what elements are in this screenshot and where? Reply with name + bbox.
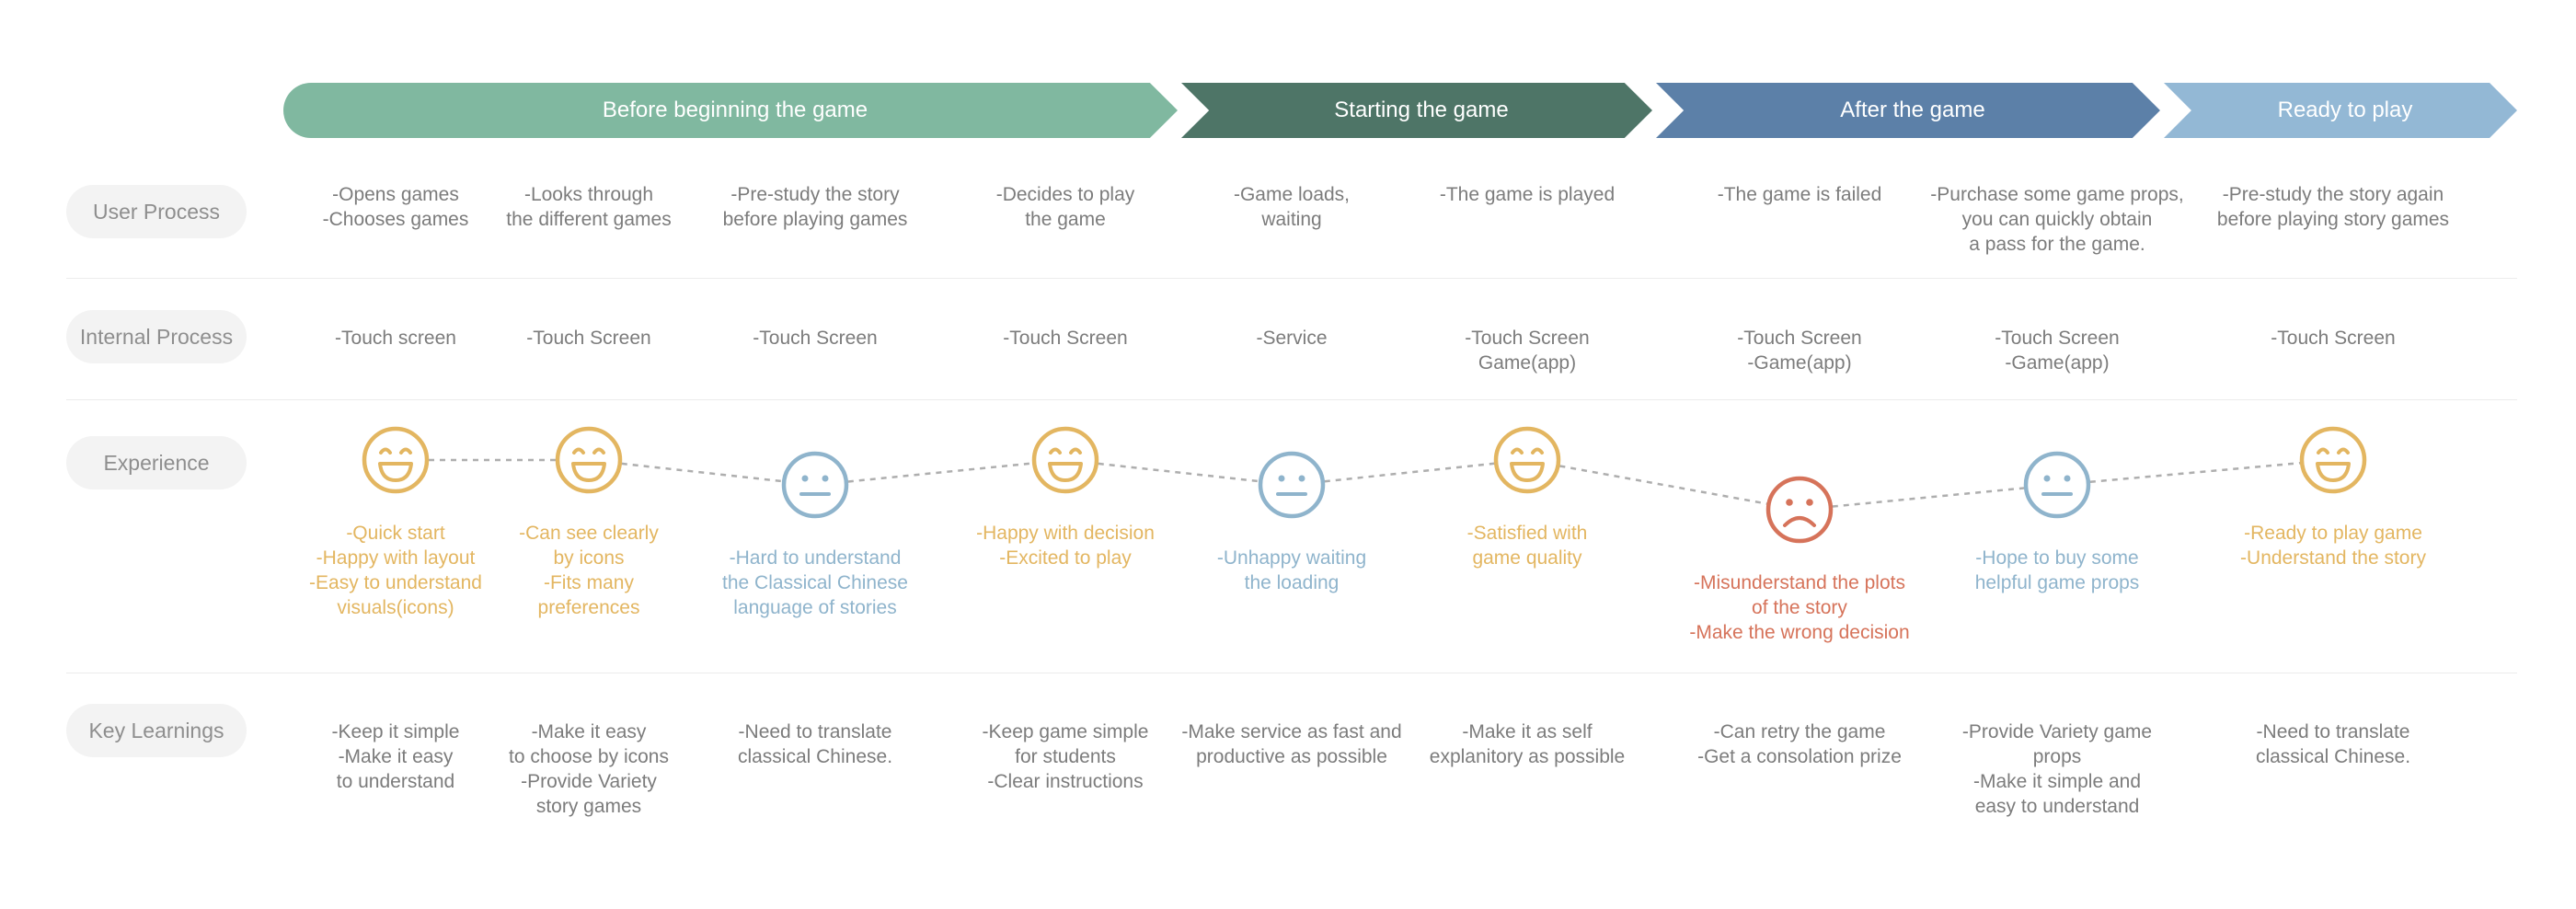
phase-after-game: After the game [1656,83,2160,138]
user-process-cell: -Purchase some game props, you can quick… [1930,184,2184,255]
row-label-user-process: User Process [66,185,247,238]
user-process-cell: -Game loads, waiting [1233,184,1351,230]
user-process-cell: -The game is failed [1717,184,1882,205]
internal-process-cell: -Touch Screen [526,328,651,349]
happy-face-icon [1493,426,1561,494]
key-learning-cell: -Make service as fast and productive as … [1181,721,1402,767]
experience-cell: -Misunderstand the plots of the story -M… [1689,572,1910,643]
row-label-key-learnings: Key Learnings [66,704,247,757]
experience-cell: -Hope to buy some helpful game props [1974,547,2140,593]
experience-cell: -Unhappy waiting the loading [1216,547,1367,593]
key-learning-cell: -Keep it simple -Make it easy to underst… [331,721,460,792]
internal-process-cell: -Touch Screen [1003,328,1128,349]
internal-process-cell: -Touch Screen [2271,328,2396,349]
row-divider [66,278,2517,279]
user-process-cell: -The game is played [1439,184,1616,205]
happy-face-icon [1031,426,1099,494]
phase-label: Starting the game [1334,98,1509,122]
internal-process-cell: -Service [1256,328,1328,349]
experience-connector [1098,462,1259,483]
key-learning-cell: -Provide Variety game props -Make it sim… [1961,721,2153,817]
experience-cell: -Happy with decision -Excited to play [976,523,1155,569]
row-label-internal-process: Internal Process [66,310,247,363]
experience-connector [2089,461,2301,484]
row-label-experience: Experience [66,436,247,489]
user-process-cell: -Decides to play the game [995,184,1135,230]
experience-cell: -Hard to understand the Classical Chines… [722,547,908,618]
happy-face-icon [555,426,623,494]
key-learning-cell: -Need to translate classical Chinese. [2255,721,2411,767]
row-divider [66,399,2517,400]
experience-connector [1324,462,1495,483]
key-learning-cell: -Can retry the game -Get a consolation p… [1697,721,1902,767]
neutral-face-icon [781,451,849,519]
internal-process-cell: -Touch screen [335,328,456,349]
phase-label: Before beginning the game [602,98,868,122]
user-process-cell: -Pre-study the story before playing game… [722,184,908,230]
phase-before-beginning: Before beginning the game [283,83,1178,138]
experience-connector [847,462,1033,483]
internal-process-cell: -Touch Screen -Game(app) [1737,328,1862,374]
user-process-cell: -Looks through the different games [506,184,672,230]
experience-cell: -Ready to play game -Understand the stor… [2240,523,2426,569]
neutral-face-icon [1258,451,1326,519]
experience-connector [621,462,783,483]
experience-cell: -Satisfied with game quality [1466,523,1588,569]
key-learning-cell: -Make it as self explanitory as possible [1429,721,1626,767]
internal-process-cell: -Touch Screen [753,328,878,349]
key-learning-cell: -Make it easy to choose by icons -Provid… [509,721,669,817]
experience-cell: -Can see clearly by icons -Fits many pre… [519,523,659,618]
user-process-cell: -Pre-study the story again before playin… [2216,184,2450,230]
phase-starting-game: Starting the game [1181,83,1652,138]
phase-label: After the game [1840,98,1985,122]
key-learning-cell: -Keep game simple for students -Clear in… [982,721,1149,792]
happy-face-icon [2299,426,2367,494]
experience-connector [1559,465,1767,505]
internal-process-cell: -Touch Screen -Game(app) [1995,328,2120,374]
happy-face-icon [362,426,430,494]
phase-label: Ready to play [2277,98,2413,122]
experience-cell: -Quick start -Happy with layout -Easy to… [309,523,482,618]
neutral-face-icon [2023,451,2091,519]
experience-connector [1832,487,2025,508]
user-process-cell: -Opens games -Chooses games [322,184,469,230]
key-learning-cell: -Need to translate classical Chinese. [737,721,893,767]
internal-process-cell: -Touch Screen Game(app) [1465,328,1590,374]
phase-ready-to-play: Ready to play [2164,83,2517,138]
sad-face-icon [1765,476,1834,544]
